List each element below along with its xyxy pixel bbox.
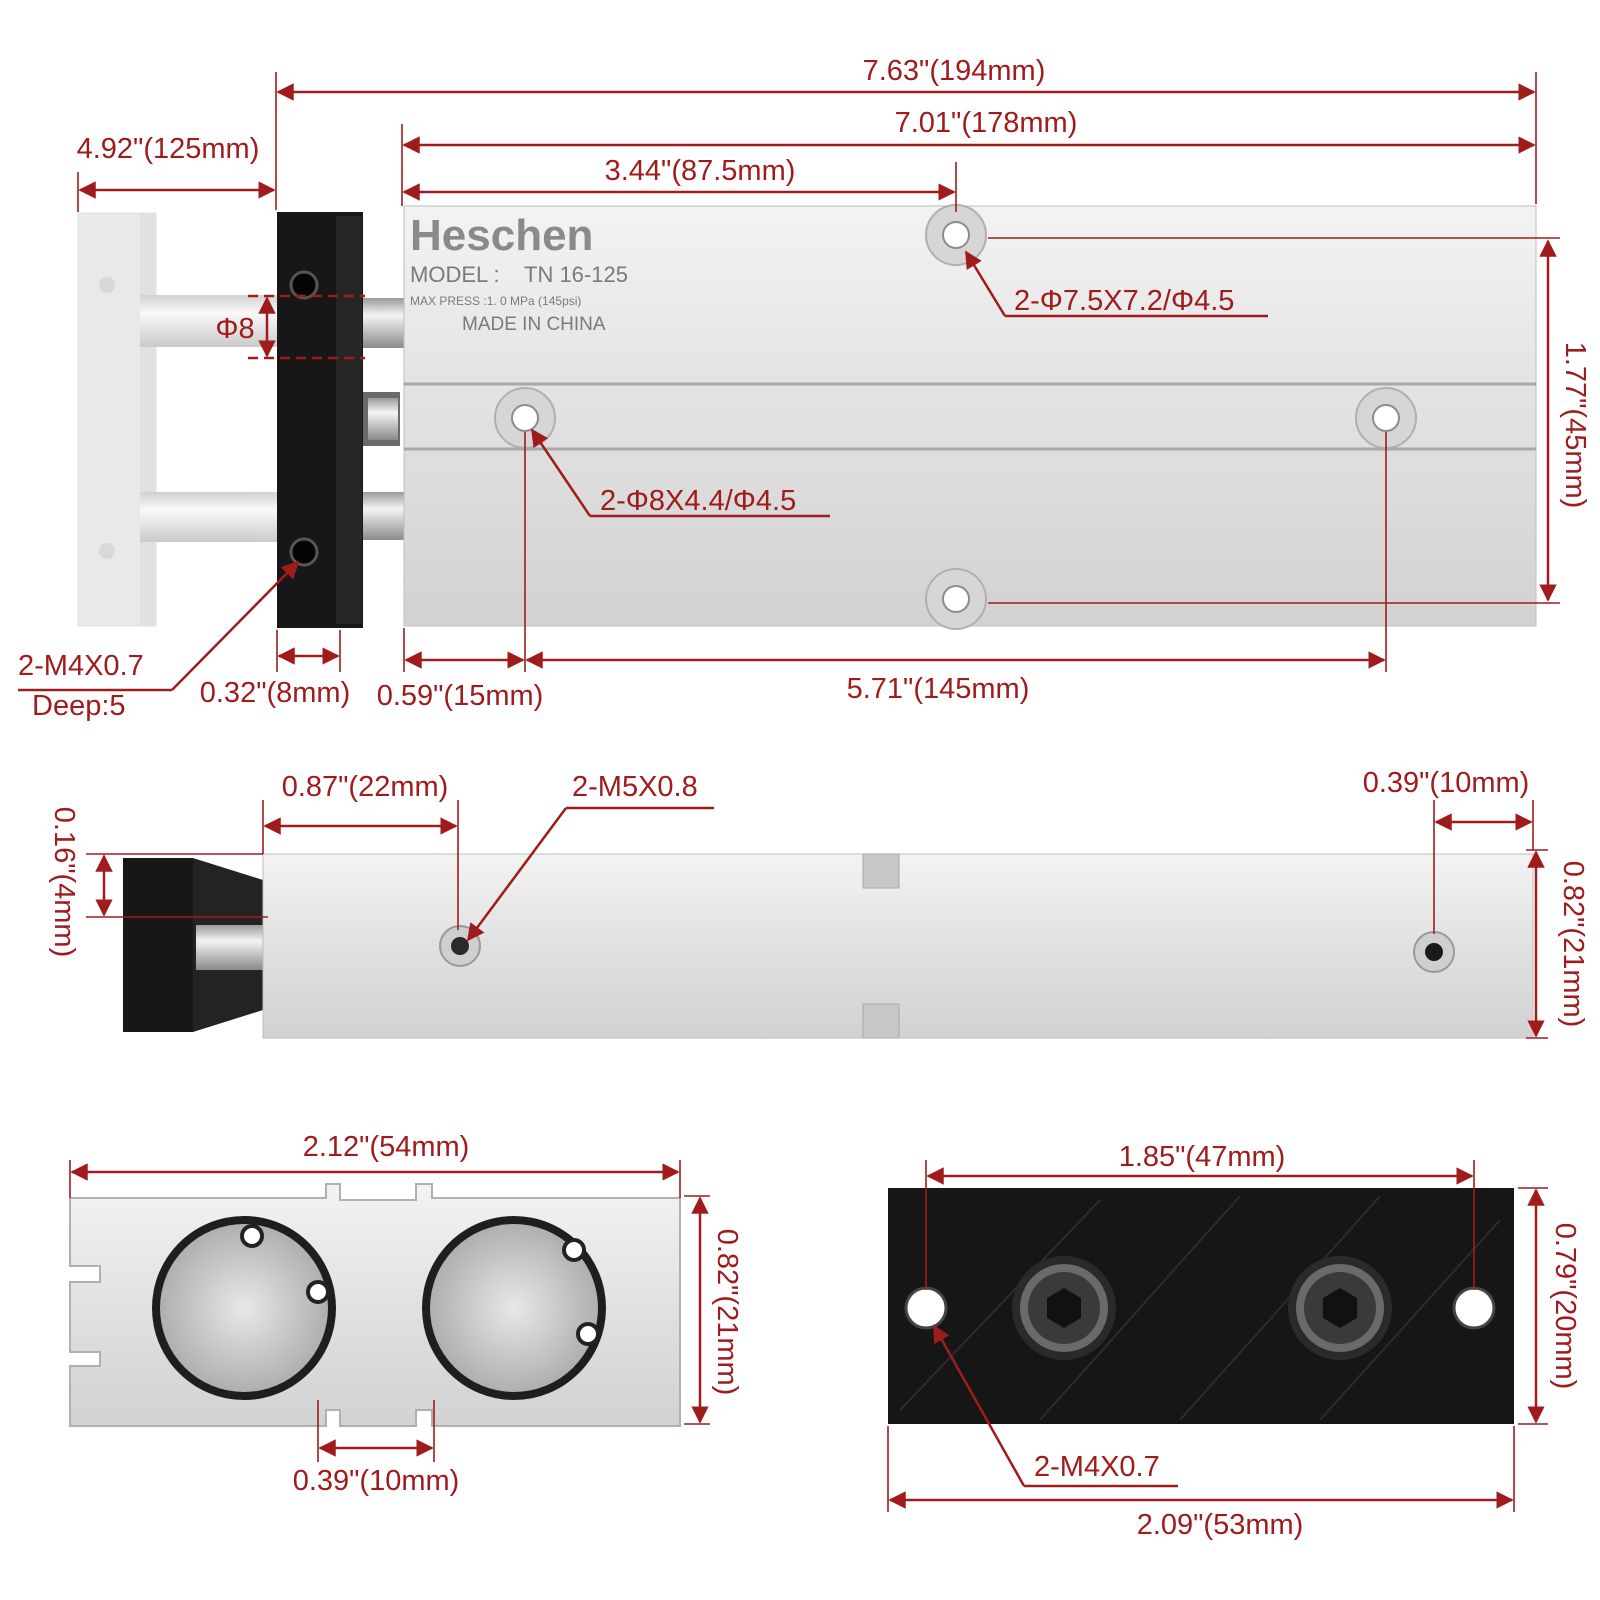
callout-plate-threads: 2-M4X0.7	[18, 650, 144, 682]
cylinder-body-top-view: Heschen MODEL : TN 16-125 MAX PRESS :1. …	[403, 204, 1537, 630]
piston-bore	[152, 1216, 336, 1400]
port-hole	[1413, 931, 1455, 973]
dim-plate-hole-spacing: 1.85"(47mm)	[1119, 1141, 1286, 1173]
model-value: TN 16-125	[524, 262, 628, 287]
cylinder-body-side-view	[262, 853, 1534, 1039]
socket-screw	[1012, 1256, 1116, 1360]
thread-hole	[1452, 1286, 1496, 1330]
dim-hole-offset: 3.44"(87.5mm)	[605, 155, 796, 187]
plate-view: 1.85"(47mm) 0.79"(20mm) 2-M4X0.7 2.09"(5…	[887, 1141, 1581, 1541]
dim-plate-height: 0.79"(20mm)	[1549, 1223, 1581, 1390]
callout-plate-thread-depth: Deep:5	[32, 690, 126, 722]
counterbore-hole	[925, 204, 987, 266]
end-plate-face	[888, 1188, 1514, 1424]
hex-nut-fitting	[356, 392, 400, 446]
top-view: Heschen MODEL : TN 16-125 MAX PRESS :1. …	[18, 55, 1591, 722]
dim-stroke: 4.92"(125mm)	[77, 133, 260, 165]
dim-rod-diameter: Φ8	[215, 313, 254, 345]
dim-plate-thickness: 0.32"(8mm)	[200, 677, 351, 709]
thread-hole	[904, 1286, 948, 1330]
side-view: 0.87"(22mm) 2-M5X0.8 0.39"(10mm) 0.16"(4…	[48, 767, 1589, 1039]
dim-overall-length: 7.63"(194mm)	[863, 55, 1046, 87]
dim-hole-edge-offset: 0.59"(15mm)	[377, 680, 544, 712]
dim-hole-spacing: 5.71"(145mm)	[847, 673, 1030, 705]
dim-end-height: 0.82"(21mm)	[711, 1229, 743, 1396]
origin-label: MADE IN CHINA	[462, 314, 606, 335]
piston-bore	[422, 1216, 606, 1400]
model-label: MODEL :	[410, 262, 500, 287]
socket-screw	[1288, 1256, 1392, 1360]
end-plate-side-view	[123, 858, 263, 1032]
callout-mount-holes: 2-Φ8X4.4/Φ4.5	[600, 485, 796, 517]
dim-body-length: 7.01"(178mm)	[895, 107, 1078, 139]
dim-slot-width: 0.39"(10mm)	[293, 1465, 460, 1497]
extended-plate-ghost	[77, 212, 278, 627]
dim-side-height: 0.82"(21mm)	[1557, 861, 1589, 1028]
dim-body-width: 1.77"(45mm)	[1559, 342, 1591, 509]
end-view: 2.12"(54mm) 0.82"(21mm) 0.39"(10mm)	[69, 1131, 743, 1497]
end-plate-top-view	[277, 212, 363, 628]
dim-step-height: 0.16"(4mm)	[48, 807, 80, 958]
pressure-rating: MAX PRESS :1. 0 MPa (145psi)	[410, 294, 581, 308]
dim-end-port-offset: 0.39"(10mm)	[1363, 767, 1530, 799]
callout-ports: 2-M5X0.8	[572, 771, 698, 803]
dim-plate-width: 2.09"(53mm)	[1137, 1509, 1304, 1541]
dim-end-width: 2.12"(54mm)	[303, 1131, 470, 1163]
plate-texture	[899, 1195, 1501, 1421]
brand-label: Heschen	[410, 211, 593, 260]
mount-hole	[1355, 387, 1417, 449]
callout-plate-view-threads: 2-M4X0.7	[1034, 1451, 1160, 1483]
dim-port-offset: 0.87"(22mm)	[282, 771, 449, 803]
counterbore-hole	[925, 568, 987, 630]
callout-counterbore-holes: 2-Φ7.5X7.2/Φ4.5	[1014, 285, 1234, 317]
